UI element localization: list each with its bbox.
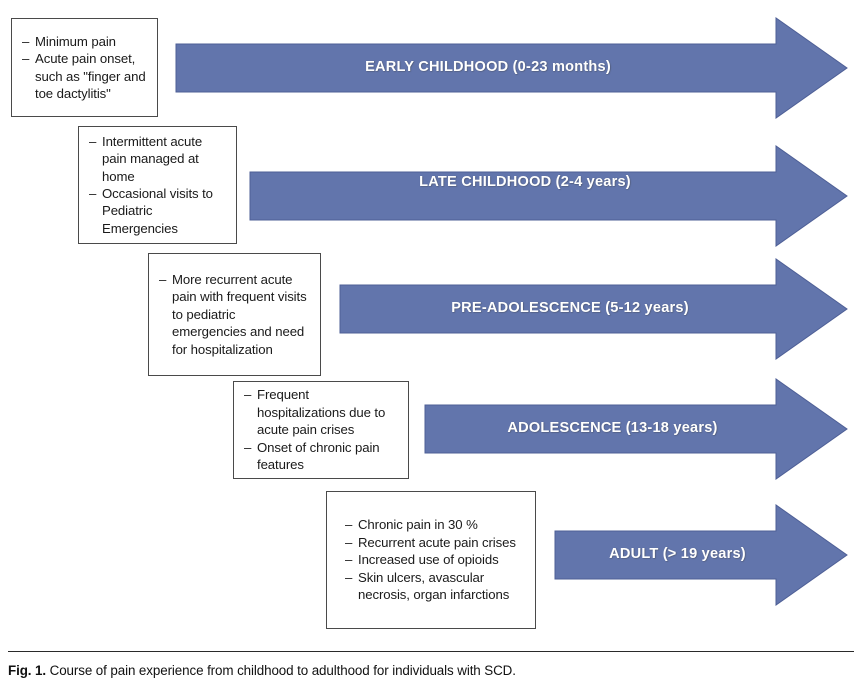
figure-caption-label: Fig. 1. bbox=[8, 663, 46, 678]
bullet-item: Acute pain onset, such as "finger and to… bbox=[22, 50, 148, 102]
stage-description-early-childhood: Minimum pain Acute pain onset, such as "… bbox=[11, 18, 158, 117]
stage-arrow-label-adolescence: ADOLESCENCE (13-18 years) bbox=[507, 420, 718, 436]
bullet-item: Frequent hospitalizations due to acute p… bbox=[244, 386, 399, 438]
caption-divider bbox=[8, 651, 854, 653]
bullet-item: More recurrent acute pain with frequent … bbox=[159, 271, 311, 358]
stage-arrow-label-adult: ADULT (> 19 years) bbox=[609, 546, 746, 562]
bullet-item: Onset of chronic pain features bbox=[244, 439, 399, 474]
bullet-list: Frequent hospitalizations due to acute p… bbox=[244, 386, 399, 473]
bullet-item: Chronic pain in 30 % bbox=[345, 516, 526, 534]
stage-arrow-late-childhood bbox=[249, 145, 848, 247]
bullet-list: More recurrent acute pain with frequent … bbox=[159, 271, 311, 358]
bullet-item: Occasional visits to Pediatric Emergenci… bbox=[89, 185, 227, 237]
bullet-item: Intermittent acute pain managed at home bbox=[89, 133, 227, 185]
stage-arrow-label-pre-adolescence: PRE-ADOLESCENCE (5-12 years) bbox=[451, 300, 689, 316]
stage-arrow-adult bbox=[554, 504, 848, 606]
pain-course-diagram: EARLY CHILDHOOD (0-23 months) LATE CHILD… bbox=[0, 0, 862, 640]
stage-description-pre-adolescence: More recurrent acute pain with frequent … bbox=[148, 253, 321, 376]
stage-arrow-label-early-childhood: EARLY CHILDHOOD (0-23 months) bbox=[365, 59, 611, 75]
bullet-item: Skin ulcers, avascular necrosis, organ i… bbox=[345, 569, 526, 604]
bullet-item: Recurrent acute pain crises bbox=[345, 534, 526, 552]
stage-arrow-adolescence bbox=[424, 378, 848, 480]
stage-arrow-pre-adolescence bbox=[339, 258, 848, 360]
figure-caption-text: Course of pain experience from childhood… bbox=[49, 663, 516, 678]
bullet-list: Intermittent acute pain managed at home … bbox=[89, 133, 227, 237]
stage-description-late-childhood: Intermittent acute pain managed at home … bbox=[78, 126, 237, 244]
stage-description-adolescence: Frequent hospitalizations due to acute p… bbox=[233, 381, 409, 479]
stage-description-adult: Chronic pain in 30 % Recurrent acute pai… bbox=[326, 491, 536, 629]
stage-arrow-label-late-childhood: LATE CHILDHOOD (2-4 years) bbox=[419, 174, 631, 190]
bullet-item: Minimum pain bbox=[22, 33, 148, 51]
bullet-list: Minimum pain Acute pain onset, such as "… bbox=[22, 33, 148, 103]
bullet-item: Increased use of opioids bbox=[345, 551, 526, 569]
stage-arrow-early-childhood bbox=[175, 17, 848, 119]
bullet-list: Chronic pain in 30 % Recurrent acute pai… bbox=[345, 516, 526, 603]
figure-caption: Fig. 1. Course of pain experience from c… bbox=[8, 662, 854, 679]
